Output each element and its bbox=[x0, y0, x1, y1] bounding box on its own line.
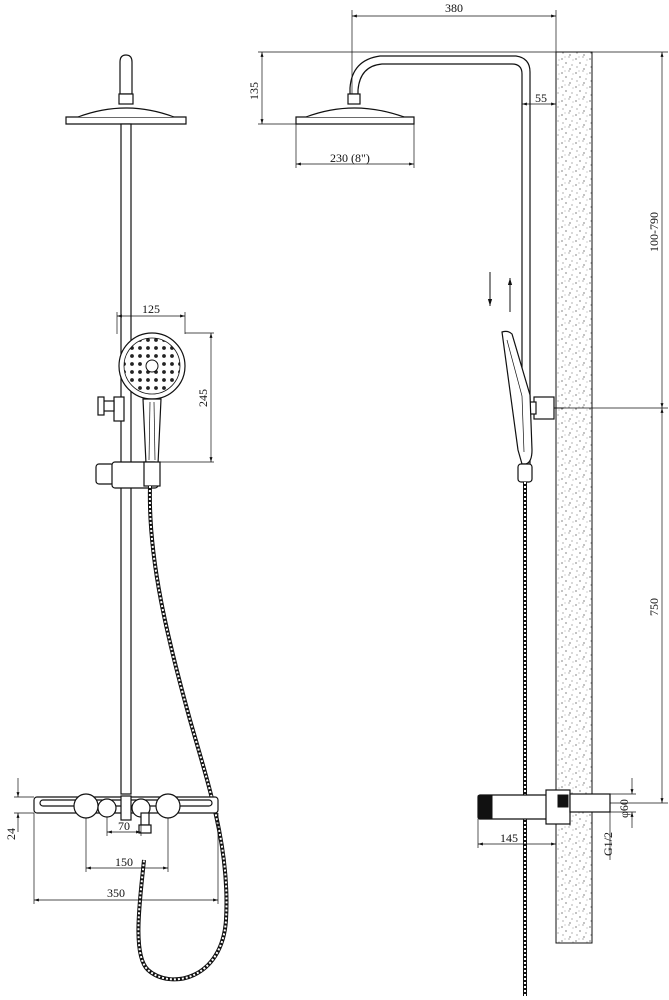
front-slider-knob bbox=[97, 396, 125, 422]
dim-adjust-range: 100-790 bbox=[647, 212, 661, 252]
dim-head-width: 125 bbox=[142, 302, 160, 316]
front-top-arm bbox=[119, 54, 133, 95]
dim-thread: G1/2 bbox=[601, 832, 615, 856]
dim-hand-shower-height: 245 bbox=[196, 389, 210, 407]
front-hose-holder bbox=[95, 461, 161, 489]
front-riser-pipe bbox=[120, 123, 132, 795]
front-mixer-shelf bbox=[33, 793, 219, 834]
dim-outlet-spacing: 150 bbox=[115, 855, 133, 869]
dim-arm-offset: 55 bbox=[535, 91, 547, 105]
dim-pipe-diameter: φ60 bbox=[617, 799, 631, 818]
dim-shelf-width: 350 bbox=[107, 886, 125, 900]
dim-shelf-thickness: 24 bbox=[4, 828, 18, 840]
dim-knob-spacing: 70 bbox=[118, 819, 130, 833]
side-rain-head bbox=[295, 116, 415, 125]
front-rain-head bbox=[65, 116, 187, 125]
dim-head-diameter: 230 (8") bbox=[330, 151, 370, 165]
dim-arm-length: 380 bbox=[445, 1, 463, 15]
dim-head-drop: 135 bbox=[247, 82, 261, 100]
front-rain-head-top bbox=[77, 107, 175, 118]
side-wall-bracket bbox=[529, 396, 564, 420]
dim-mixer-to-bracket: 750 bbox=[647, 598, 661, 616]
front-view: 125 245 24 70 150 350 bbox=[4, 54, 229, 982]
side-view: 380 135 55 230 (8") 100-790 750 φ60 G1/2 bbox=[247, 1, 668, 996]
dim-shelf-projection: 145 bbox=[500, 831, 518, 845]
front-hose bbox=[136, 485, 229, 982]
front-head-nut bbox=[118, 93, 134, 105]
side-mixer bbox=[477, 789, 611, 825]
side-hand-shower bbox=[501, 330, 533, 483]
